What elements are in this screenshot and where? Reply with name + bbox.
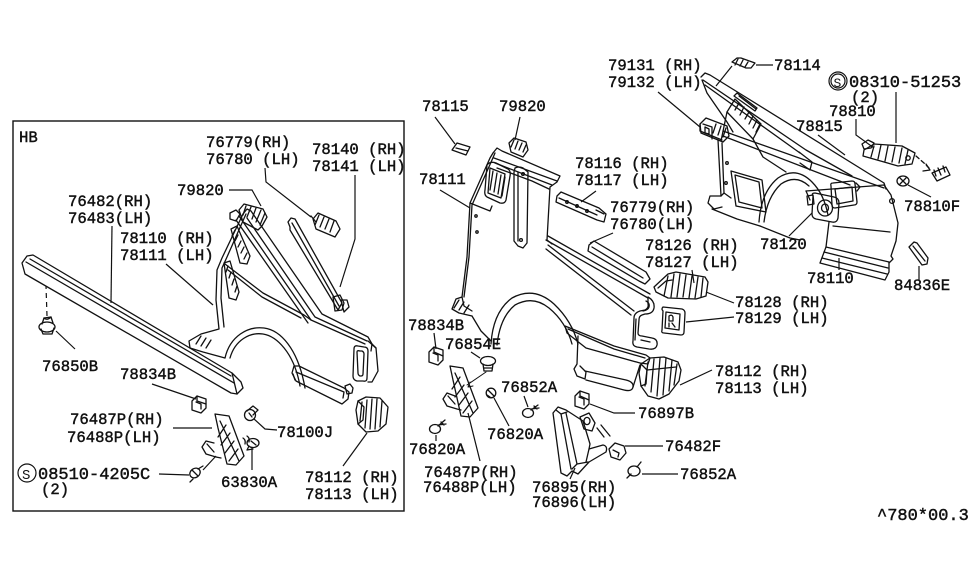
- svg-text:S: S: [22, 468, 30, 484]
- svg-text:76852A: 76852A: [680, 466, 737, 484]
- svg-text:79820: 79820: [499, 98, 546, 116]
- svg-text:78111 (LH): 78111 (LH): [120, 247, 214, 265]
- svg-text:78114: 78114: [774, 57, 821, 75]
- svg-text:76896(LH): 76896(LH): [532, 494, 616, 512]
- svg-text:HB: HB: [19, 129, 38, 147]
- svg-text:(2): (2): [851, 89, 879, 107]
- svg-text:76850B: 76850B: [42, 358, 98, 376]
- svg-text:78129 (LH): 78129 (LH): [735, 310, 829, 328]
- svg-text:78100J: 78100J: [277, 424, 333, 442]
- svg-text:78112 (RH): 78112 (RH): [305, 469, 399, 487]
- svg-text:78111: 78111: [419, 171, 466, 189]
- svg-text:78815: 78815: [796, 118, 843, 136]
- svg-text:78810: 78810: [829, 103, 876, 121]
- svg-text:76488P(LH): 76488P(LH): [67, 429, 161, 447]
- svg-text:S: S: [834, 76, 842, 91]
- svg-text:76852A: 76852A: [501, 379, 558, 397]
- svg-text:78113 (LH): 78113 (LH): [715, 380, 809, 398]
- svg-text:76820A: 76820A: [487, 426, 544, 444]
- svg-text:78834B: 78834B: [408, 317, 464, 335]
- svg-text:76820A: 76820A: [409, 441, 466, 459]
- svg-text:78110 (RH): 78110 (RH): [120, 230, 214, 248]
- svg-text:76487P(RH): 76487P(RH): [70, 411, 164, 429]
- svg-text:(2): (2): [41, 481, 69, 499]
- svg-text:76897B: 76897B: [638, 405, 694, 423]
- svg-text:76779(RH): 76779(RH): [206, 134, 290, 152]
- svg-text:76780 (LH): 76780 (LH): [206, 151, 300, 169]
- svg-text:08510-4205C: 08510-4205C: [38, 466, 150, 485]
- svg-text:78810F: 78810F: [904, 198, 960, 216]
- svg-text:76895(RH): 76895(RH): [532, 479, 616, 497]
- svg-text:76483(LH): 76483(LH): [68, 210, 152, 228]
- svg-text:78126 (RH): 78126 (RH): [645, 237, 739, 255]
- svg-text:76482(RH): 76482(RH): [68, 193, 152, 211]
- svg-text:84836E: 84836E: [894, 277, 950, 295]
- svg-text:^780*00.3: ^780*00.3: [877, 507, 969, 526]
- svg-text:76854E: 76854E: [445, 336, 501, 354]
- svg-text:78112 (RH): 78112 (RH): [715, 363, 809, 381]
- svg-text:78110: 78110: [807, 270, 854, 288]
- svg-text:79132 (LH): 79132 (LH): [608, 74, 702, 92]
- svg-text:76780(LH): 76780(LH): [610, 216, 694, 234]
- svg-text:78127 (LH): 78127 (LH): [645, 254, 739, 272]
- svg-text:78834B: 78834B: [120, 366, 176, 384]
- svg-text:76779(RH): 76779(RH): [610, 199, 694, 217]
- svg-text:76488P(LH): 76488P(LH): [423, 479, 517, 497]
- svg-text:78116 (RH): 78116 (RH): [575, 155, 669, 173]
- svg-text:79131 (RH): 79131 (RH): [608, 57, 702, 75]
- svg-text:63830A: 63830A: [221, 474, 278, 492]
- svg-text:78113 (LH): 78113 (LH): [305, 486, 399, 504]
- svg-text:78128 (RH): 78128 (RH): [735, 294, 829, 312]
- svg-text:76487P(RH): 76487P(RH): [424, 464, 518, 482]
- svg-text:78140 (RH): 78140 (RH): [312, 141, 406, 159]
- svg-text:78120: 78120: [760, 236, 807, 254]
- svg-text:78115: 78115: [422, 98, 469, 116]
- svg-text:76482F: 76482F: [665, 438, 721, 456]
- svg-text:08310-51253: 08310-51253: [849, 74, 961, 93]
- svg-text:78141 (LH): 78141 (LH): [312, 158, 406, 176]
- svg-text:78117 (LH): 78117 (LH): [575, 172, 669, 190]
- svg-text:79820: 79820: [177, 182, 224, 200]
